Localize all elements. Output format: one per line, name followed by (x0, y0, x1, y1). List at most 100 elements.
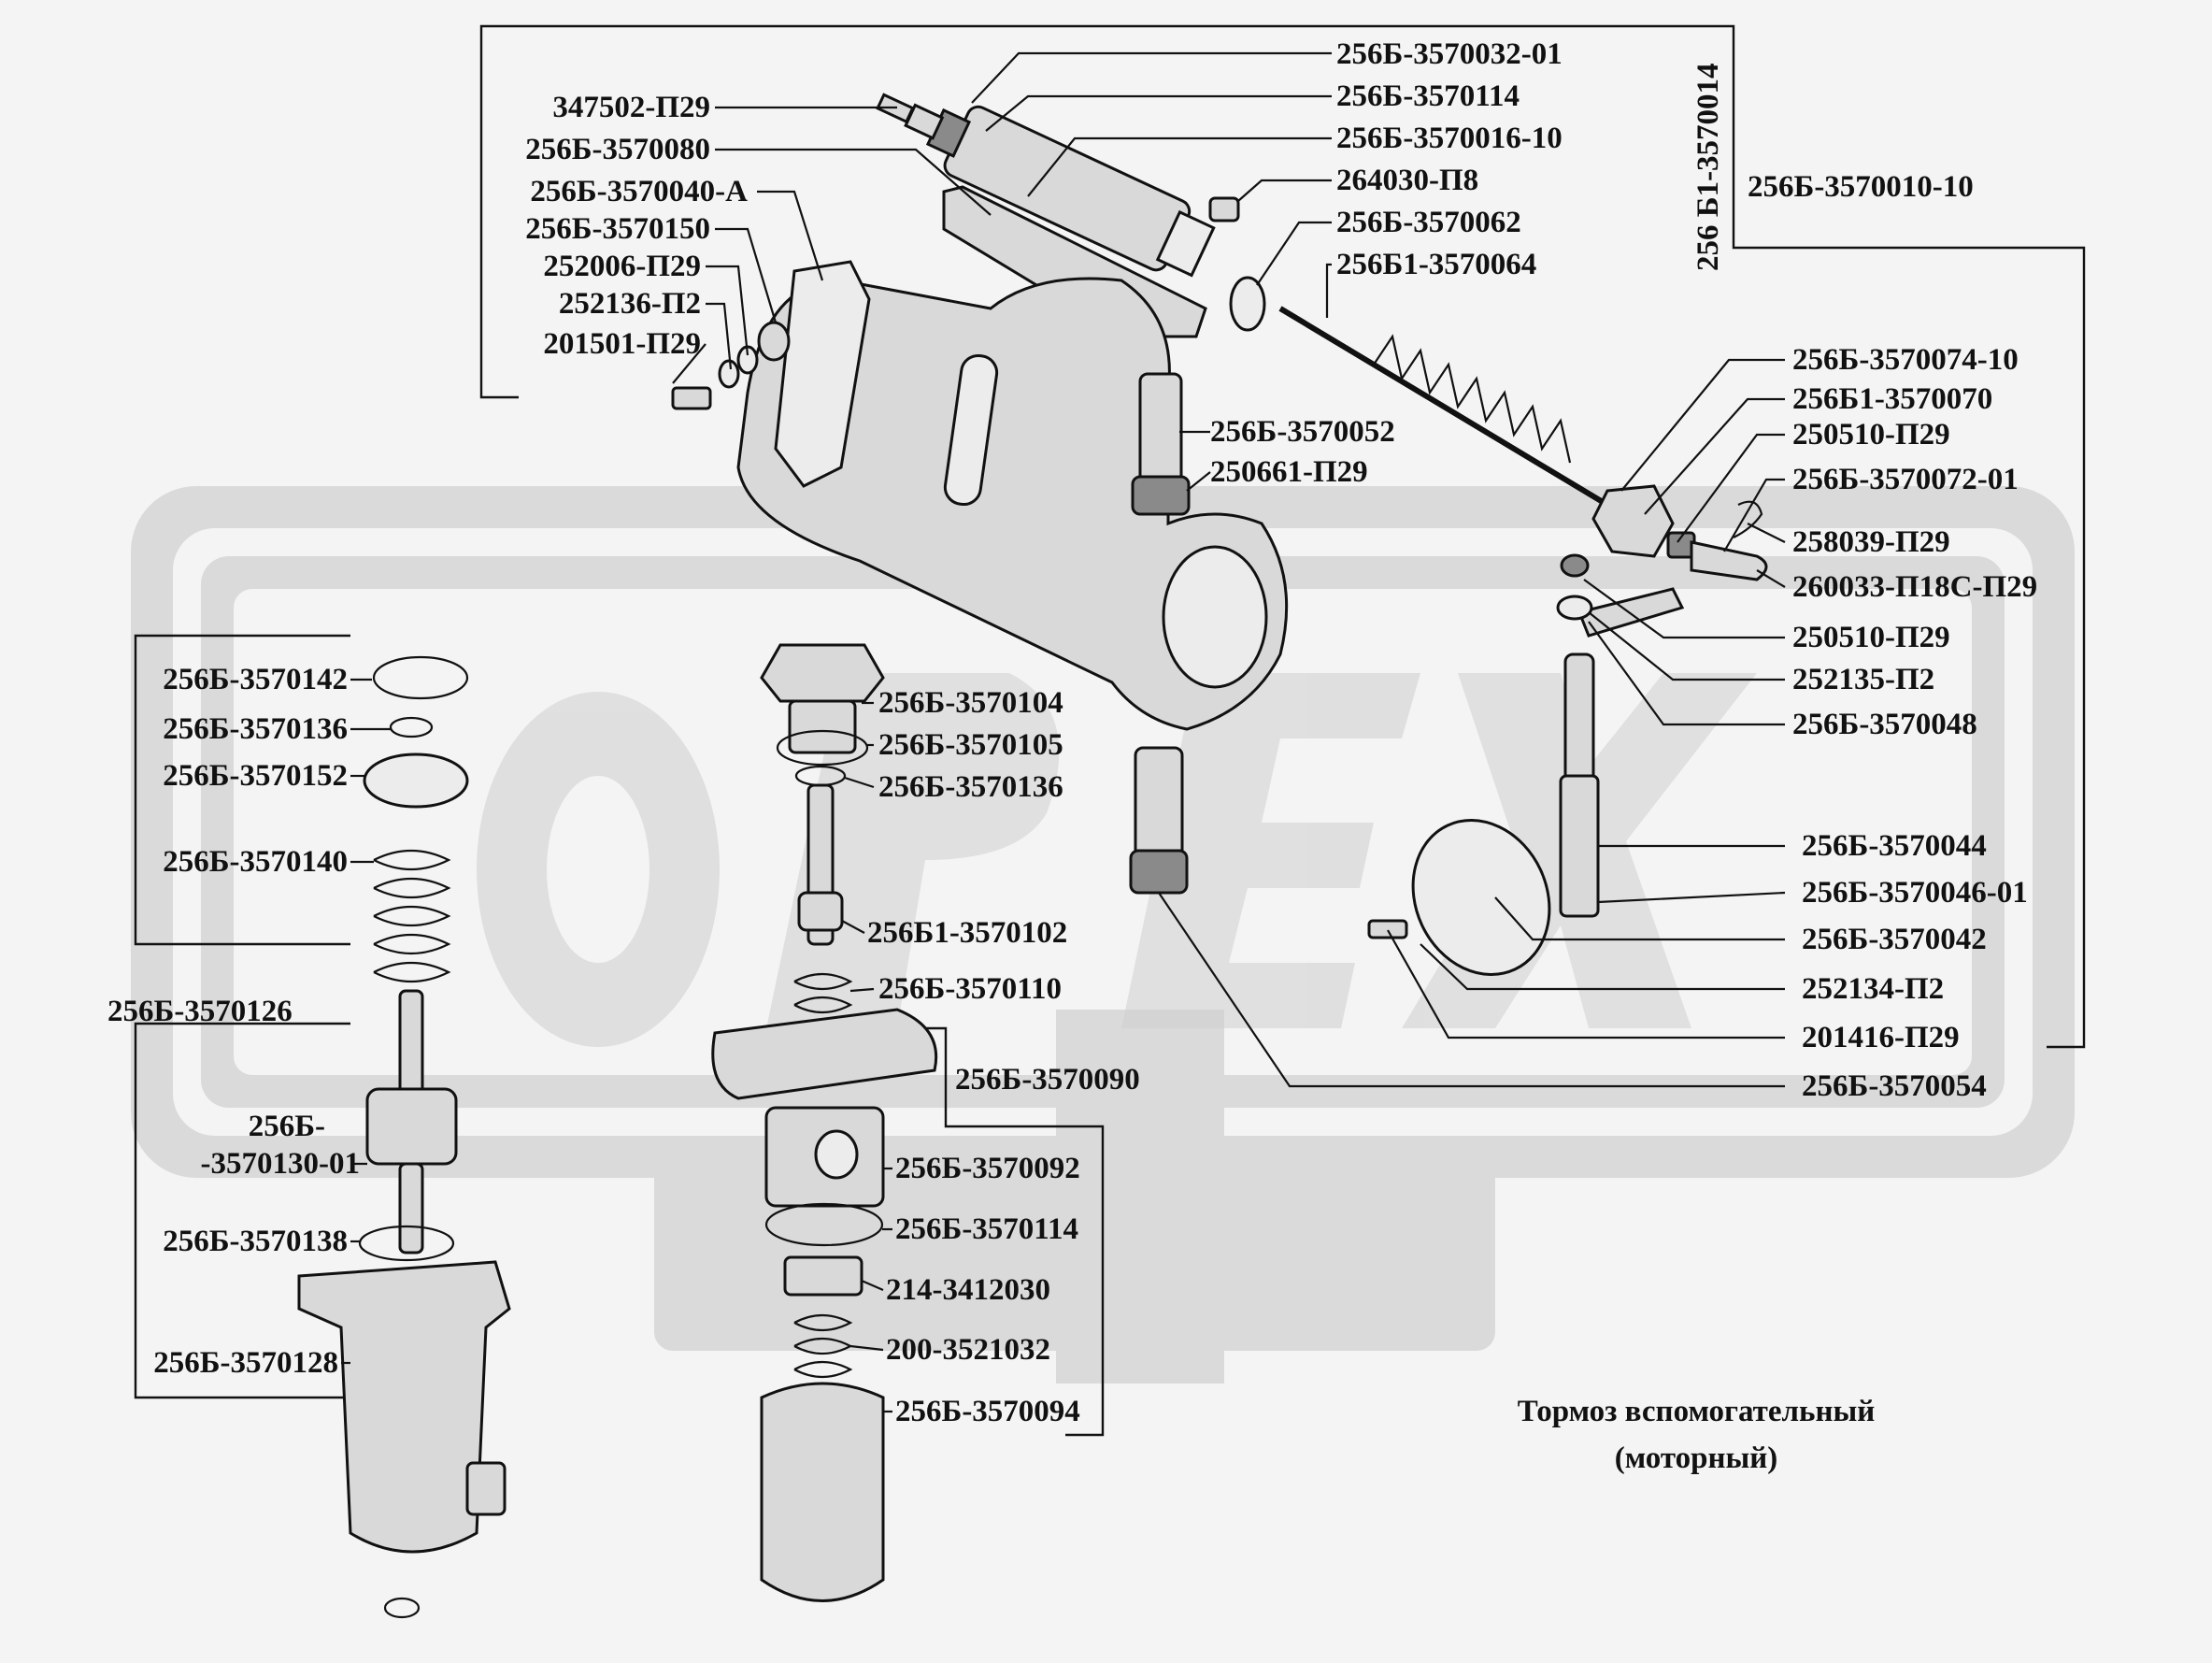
label-256b-3570080: 256Б-3570080 (525, 133, 710, 166)
label-252006-p29: 252006-П29 (543, 250, 701, 283)
label-256b-3570114-mid: 256Б-3570114 (895, 1212, 1078, 1246)
fork-260033 (1690, 540, 1768, 581)
housing-bracket (774, 260, 871, 488)
label-256b1-3570064: 256Б1-3570064 (1336, 248, 1536, 281)
label-258039-p29: 258039-П29 (1792, 525, 1950, 559)
ring-bottom-left (383, 1597, 421, 1619)
rod-left (398, 1162, 424, 1254)
washer-252136 (718, 359, 740, 389)
label-214-3412030: 214-3412030 (886, 1273, 1050, 1307)
label-256b-3570048: 256Б-3570048 (1792, 708, 1977, 741)
cotter-pin (1733, 500, 1763, 538)
label-256b-3570040-a: 256Б-3570040-А (530, 175, 748, 208)
label-250510-p29-bottom: 250510-П29 (1792, 621, 1950, 654)
label-252134-p2: 252134-П2 (1802, 972, 1944, 1006)
label-201416-p29: 201416-П29 (1802, 1021, 1960, 1054)
label-256b-3570150: 256Б-3570150 (525, 212, 710, 246)
plug-thread (788, 699, 857, 754)
plug-3570104 (760, 643, 885, 703)
label-252136-p2: 252136-П2 (559, 287, 701, 321)
ring-3570136-left (389, 716, 434, 738)
nut-250510 (1560, 553, 1590, 578)
label-256b-3570110: 256Б-3570110 (878, 972, 1062, 1006)
label-256b-3570046-01: 256Б-3570046-01 (1802, 876, 2028, 910)
housing-bore (1162, 545, 1268, 689)
body-3570092-port (814, 1129, 859, 1180)
flange-3570090 (711, 1008, 938, 1100)
label-vertical-256b1-3570014: 256 Б1-3570014 (1691, 63, 1725, 271)
part-labels: 256Б-3570032-01 256Б-3570114 256Б-357001… (107, 37, 2037, 1428)
label-256b-3570136-left: 256Б-3570136 (163, 712, 348, 746)
label-256b-3570054: 256Б-3570054 (1802, 1069, 1987, 1103)
label-256b-3570128: 256Б-3570128 (153, 1346, 338, 1380)
ring-3570142 (372, 655, 469, 700)
label-201501-p29: 201501-П29 (543, 327, 701, 361)
parts-illustration (297, 93, 1768, 1619)
valve-3570102-head (797, 891, 844, 932)
lever-3570048 (1577, 587, 1685, 638)
seal-214-3412030 (783, 1255, 863, 1297)
cap-3570094 (760, 1382, 885, 1602)
label-347502-p29: 347502-П29 (552, 91, 710, 124)
label-256b-3570052: 256Б-3570052 (1210, 415, 1395, 449)
group-brackets (134, 24, 2086, 1437)
label-256b-3570072-01: 256Б-3570072-01 (1792, 463, 2019, 496)
screw-201416 (1367, 919, 1408, 939)
label-256b-3570016-10: 256Б-3570016-10 (1336, 122, 1563, 155)
label-200-3521032: 200-3521032 (886, 1333, 1050, 1367)
label-256b-3570140: 256Б-3570140 (163, 845, 348, 879)
caption-subtitle: (моторный) (1615, 1441, 1778, 1475)
housing-slot (943, 353, 999, 507)
label-256b-3570090: 256Б-3570090 (955, 1063, 1140, 1097)
sleeve-3570046 (1559, 774, 1600, 918)
label-256b-3570062: 256Б-3570062 (1336, 206, 1521, 239)
label-256b-3570104: 256Б-3570104 (878, 686, 1063, 720)
label-256b1-3570070: 256Б1-3570070 (1792, 382, 1992, 416)
nut-250661 (1131, 475, 1191, 516)
label-256b-3570105: 256Б-3570105 (878, 728, 1063, 762)
leader-lines (341, 51, 1786, 1413)
fitting-264030 (1208, 196, 1240, 222)
label-260033-p18s-p29: 260033-П18С-П29 (1792, 570, 2037, 604)
diagram-caption: Тормоз вспомогательный (моторный) (1518, 1395, 1875, 1475)
body-port-left (465, 1461, 507, 1516)
nut-3570054 (1129, 849, 1189, 895)
label-256b-3570044: 256Б-3570044 (1802, 829, 1987, 863)
label-256b-3570010-10: 256Б-3570010-10 (1748, 170, 1974, 204)
cap-3570152 (363, 753, 469, 809)
gasket-3570062 (1229, 276, 1266, 332)
label-256b-3570042: 256Б-3570042 (1802, 923, 1987, 956)
return-spring (1373, 334, 1572, 464)
label-256b1-3570102: 256Б1-3570102 (867, 916, 1067, 950)
watermark-logo (131, 486, 2075, 1383)
ring-3570105 (776, 729, 869, 767)
label-256b-3570092: 256Б-3570092 (895, 1152, 1080, 1185)
label-256b-3570094: 256Б-3570094 (895, 1395, 1080, 1428)
spring-3570140 (373, 849, 451, 983)
label-256b-3570126: 256Б-3570126 (107, 995, 293, 1028)
piston-rod (1278, 306, 1656, 536)
label-256b-3570136-mid: 256Б-3570136 (878, 770, 1063, 804)
label-256b-3570152: 256Б-3570152 (163, 759, 348, 793)
label-256b-3570138: 256Б-3570138 (163, 1225, 348, 1258)
washer-3570150 (757, 321, 791, 362)
ring-3570114-mid (764, 1202, 884, 1247)
label-264030-p8: 264030-П8 (1336, 164, 1478, 197)
label-256b-3570114-top: 256Б-3570114 (1336, 79, 1520, 113)
flap-disc-3570042 (1411, 818, 1551, 977)
label-256b-3570142: 256Б-3570142 (163, 663, 348, 696)
label-250661-p29: 250661-П29 (1210, 455, 1368, 489)
label-256b-3570130-01-a: 256Б- (249, 1110, 325, 1143)
air-cylinder (876, 93, 1216, 278)
caption-title: Тормоз вспомогательный (1518, 1395, 1875, 1428)
label-256b-3570032-01: 256Б-3570032-01 (1336, 37, 1563, 71)
washer-252135 (1556, 595, 1593, 621)
stem-3570126 (398, 989, 424, 1096)
bolt-201501 (671, 386, 712, 410)
label-250510-p29-top: 250510-П29 (1792, 418, 1950, 452)
piston-3570130 (365, 1087, 458, 1166)
label-256b-3570130-01-b: -3570130-01 (201, 1147, 360, 1181)
ring-3570138 (358, 1225, 455, 1262)
label-252135-p2: 252135-П2 (1792, 663, 1934, 696)
